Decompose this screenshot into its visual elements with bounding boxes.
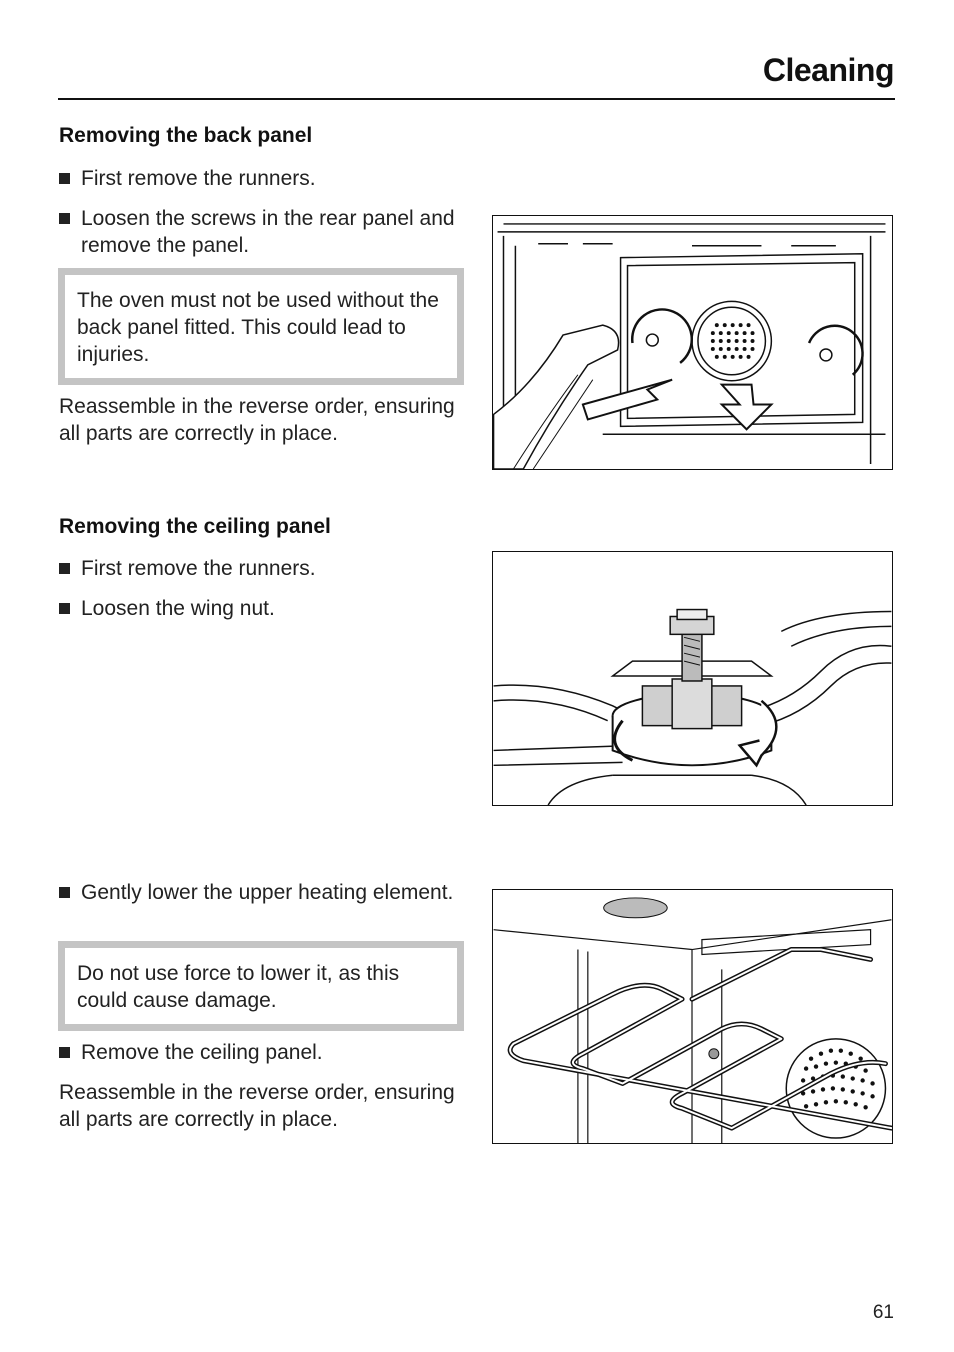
- bullet-square-icon: [59, 173, 70, 184]
- figure-heating-element: [492, 889, 893, 1144]
- list-item: Loosen the screws in the rear panel and …: [59, 205, 459, 259]
- title-divider: [58, 98, 895, 100]
- list-item: First remove the runners.: [59, 555, 459, 582]
- reassemble-text: Reassemble in the reverse order, ensurin…: [59, 1081, 455, 1131]
- page-number: 61: [872, 1302, 894, 1323]
- reassemble-text: Reassemble in the reverse order, ensurin…: [59, 395, 455, 445]
- bullet-square-icon: [59, 1047, 70, 1058]
- figure-wing-nut: [492, 551, 893, 806]
- step-text: Loosen the screws in the rear panel and …: [81, 207, 455, 257]
- section-heading-ceiling-panel: Removing the ceiling panel: [59, 515, 331, 538]
- list-item: Gently lower the upper heating element.: [59, 879, 459, 906]
- section-heading-back-panel: Removing the back panel: [59, 124, 313, 147]
- wing-nut-illustration: [493, 608, 892, 805]
- list-item: Loosen the wing nut.: [59, 595, 459, 622]
- step-text: First remove the runners.: [81, 557, 316, 580]
- oven-back-panel-illustration: [493, 223, 886, 469]
- page-title: Cleaning: [762, 52, 895, 88]
- heating-element-illustration: [493, 897, 892, 1143]
- step-text: Remove the ceiling panel.: [81, 1041, 323, 1064]
- list-item: First remove the runners.: [59, 165, 459, 192]
- step-text: Gently lower the upper heating element.: [81, 881, 454, 904]
- warning-note: The oven must not be used without the ba…: [58, 268, 464, 385]
- figure-back-panel: [492, 215, 893, 470]
- step-text: Loosen the wing nut.: [81, 597, 275, 620]
- bullet-square-icon: [59, 213, 70, 224]
- bullet-square-icon: [59, 887, 70, 898]
- warning-note: Do not use force to lower it, as this co…: [58, 941, 464, 1031]
- bullet-square-icon: [59, 563, 70, 574]
- list-item: Remove the ceiling panel.: [59, 1039, 459, 1066]
- step-text: First remove the runners.: [81, 167, 316, 190]
- bullet-square-icon: [59, 603, 70, 614]
